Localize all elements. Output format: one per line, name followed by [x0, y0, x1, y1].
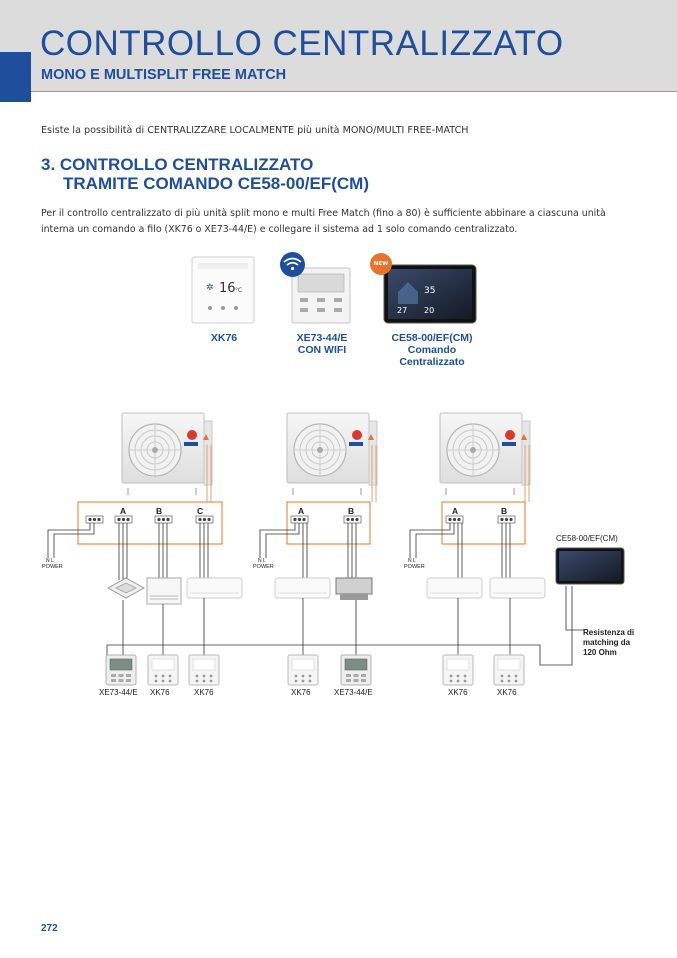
svg-text:°C: °C: [235, 287, 242, 294]
terminal-label: B: [501, 506, 508, 516]
power-pins: N L: [258, 558, 266, 564]
cassette-unit: [106, 577, 146, 599]
intro-text: Esiste la possibilità di CENTRALIZZARE L…: [41, 125, 469, 136]
page-header: CONTROLLO CENTRALIZZATO MONO E MULTISPLI…: [0, 0, 677, 92]
new-badge: NEW: [370, 253, 392, 275]
section-title-line1: 3. CONTROLLO CENTRALIZZATO: [41, 155, 314, 174]
xk76-controller-image: ✲ 16 °C: [191, 256, 255, 324]
terminal-label: A: [452, 506, 459, 516]
power-label: POWER: [42, 564, 63, 570]
wired-controller-1: [105, 654, 137, 686]
wall-unit-2: [274, 577, 331, 599]
header-tab: [0, 52, 31, 102]
controller-label: XK76: [448, 688, 468, 697]
terminal-label: A: [120, 506, 127, 516]
panel-temp2: 27: [397, 306, 407, 315]
page-title: CONTROLLO CENTRALIZZATO: [40, 24, 564, 63]
outdoor-unit-3: [439, 412, 531, 496]
wired-controller-3: [188, 654, 220, 686]
device-label-xk76: XK76: [210, 332, 238, 344]
page-number: 272: [41, 923, 58, 934]
controller-label: XK76: [150, 688, 170, 697]
controller-label: XE73-44/E: [334, 688, 373, 697]
controller-label: XK76: [194, 688, 214, 697]
wifi-icon: [280, 252, 305, 277]
power-pins: N L: [46, 558, 54, 564]
page-subtitle: MONO E MULTISPLIT FREE MATCH: [41, 67, 287, 83]
wall-unit-3: [426, 577, 483, 599]
controller-label: XE73-44/E: [99, 688, 138, 697]
central-controller-image: [555, 547, 625, 585]
svg-text:✲: ✲: [206, 283, 214, 293]
console-unit: [146, 577, 182, 605]
central-controller-label: CE58-00/EF(CM): [556, 534, 618, 543]
outdoor-unit-1: [121, 412, 213, 496]
terminal-label: A: [298, 506, 305, 516]
panel-temp3: 20: [424, 306, 434, 315]
wall-unit-1: [186, 577, 243, 599]
controller-label: XK76: [497, 688, 517, 697]
wired-controller-7: [493, 654, 525, 686]
terminal-label: B: [156, 506, 163, 516]
terminal-label: B: [348, 506, 355, 516]
section-paragraph: Per il controllo centralizzato di più un…: [41, 208, 606, 235]
panel-temp1: 35: [424, 286, 435, 296]
controller-label: XK76: [291, 688, 311, 697]
duct-unit: [335, 577, 373, 600]
svg-text:16: 16: [219, 281, 236, 296]
wired-controller-2: [147, 654, 179, 686]
power-label: POWER: [404, 564, 425, 570]
wall-unit-4: [489, 577, 546, 599]
wired-controller-4: [287, 654, 319, 686]
terminal-label: C: [197, 506, 204, 516]
section-title-line2: TRAMITE COMANDO CE58-00/EF(CM): [63, 174, 370, 193]
wired-controller-6: [442, 654, 474, 686]
xe73-controller-image: [291, 267, 351, 324]
ce58-panel-image: 35 27 20: [383, 264, 477, 324]
section-title: 3. CONTROLLO CENTRALIZZATO TRAMITE COMAN…: [41, 155, 369, 193]
outdoor-unit-2: [286, 412, 378, 496]
power-label: POWER: [253, 564, 274, 570]
power-pins: N L: [408, 558, 416, 564]
wired-controller-5: [340, 654, 372, 686]
